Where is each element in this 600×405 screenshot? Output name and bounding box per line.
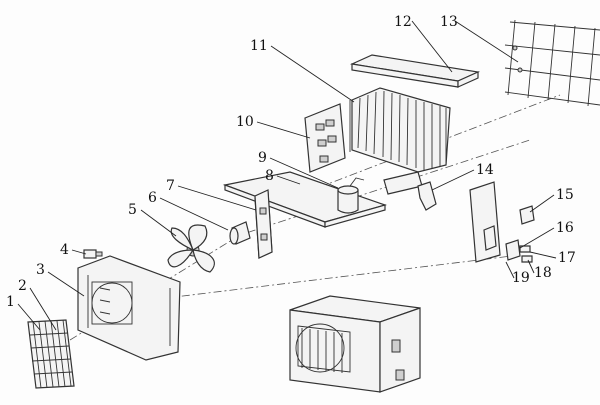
part-label-15: 15 bbox=[556, 187, 574, 203]
valve-assembly bbox=[383, 171, 437, 211]
leader-lines bbox=[17, 20, 557, 331]
compressor bbox=[337, 177, 365, 214]
part-labels: 1 2 3 4 5 6 7 8 9 10 11 12 13 14 15 16 1… bbox=[6, 14, 576, 310]
part-label-13: 13 bbox=[440, 14, 458, 30]
base-pan bbox=[222, 171, 387, 228]
top-cover bbox=[349, 54, 481, 88]
condenser-coil bbox=[349, 87, 451, 173]
screw-b bbox=[521, 255, 533, 263]
part-label-18: 18 bbox=[534, 265, 552, 281]
side-plate bbox=[304, 103, 346, 173]
front-panel bbox=[77, 255, 181, 361]
capacitor-clip bbox=[505, 239, 521, 261]
front-grille bbox=[27, 319, 75, 389]
part-label-17: 17 bbox=[558, 250, 576, 266]
part-label-6: 6 bbox=[148, 190, 157, 206]
fan-blade bbox=[167, 224, 215, 273]
part-label-14: 14 bbox=[476, 162, 494, 178]
part-label-7: 7 bbox=[166, 178, 175, 194]
part-label-8: 8 bbox=[265, 168, 274, 184]
fan-motor bbox=[229, 221, 251, 245]
part-label-19: 19 bbox=[512, 270, 530, 286]
part-label-4: 4 bbox=[60, 242, 69, 258]
electrical-box bbox=[469, 181, 501, 263]
small-fitting bbox=[83, 249, 103, 259]
part-label-10: 10 bbox=[236, 114, 254, 130]
assembled-unit bbox=[289, 295, 421, 393]
part-label-11: 11 bbox=[250, 38, 268, 54]
part-label-9: 9 bbox=[258, 150, 267, 166]
part-label-12: 12 bbox=[394, 14, 412, 30]
rear-wire-guard bbox=[504, 19, 600, 107]
part-label-1: 1 bbox=[6, 294, 15, 310]
part-label-3: 3 bbox=[36, 262, 45, 278]
terminal-block bbox=[519, 205, 535, 225]
part-label-16: 16 bbox=[556, 220, 574, 236]
part-label-5: 5 bbox=[128, 202, 137, 218]
part-label-2: 2 bbox=[18, 278, 27, 294]
motor-bracket bbox=[254, 189, 273, 259]
